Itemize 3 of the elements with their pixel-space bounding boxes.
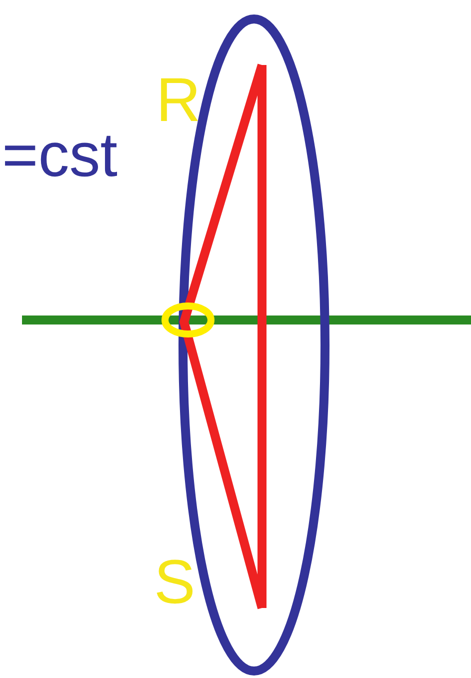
point-label: R [156, 70, 201, 132]
equation-label: =cst [2, 125, 118, 187]
point-label: S [154, 552, 196, 614]
